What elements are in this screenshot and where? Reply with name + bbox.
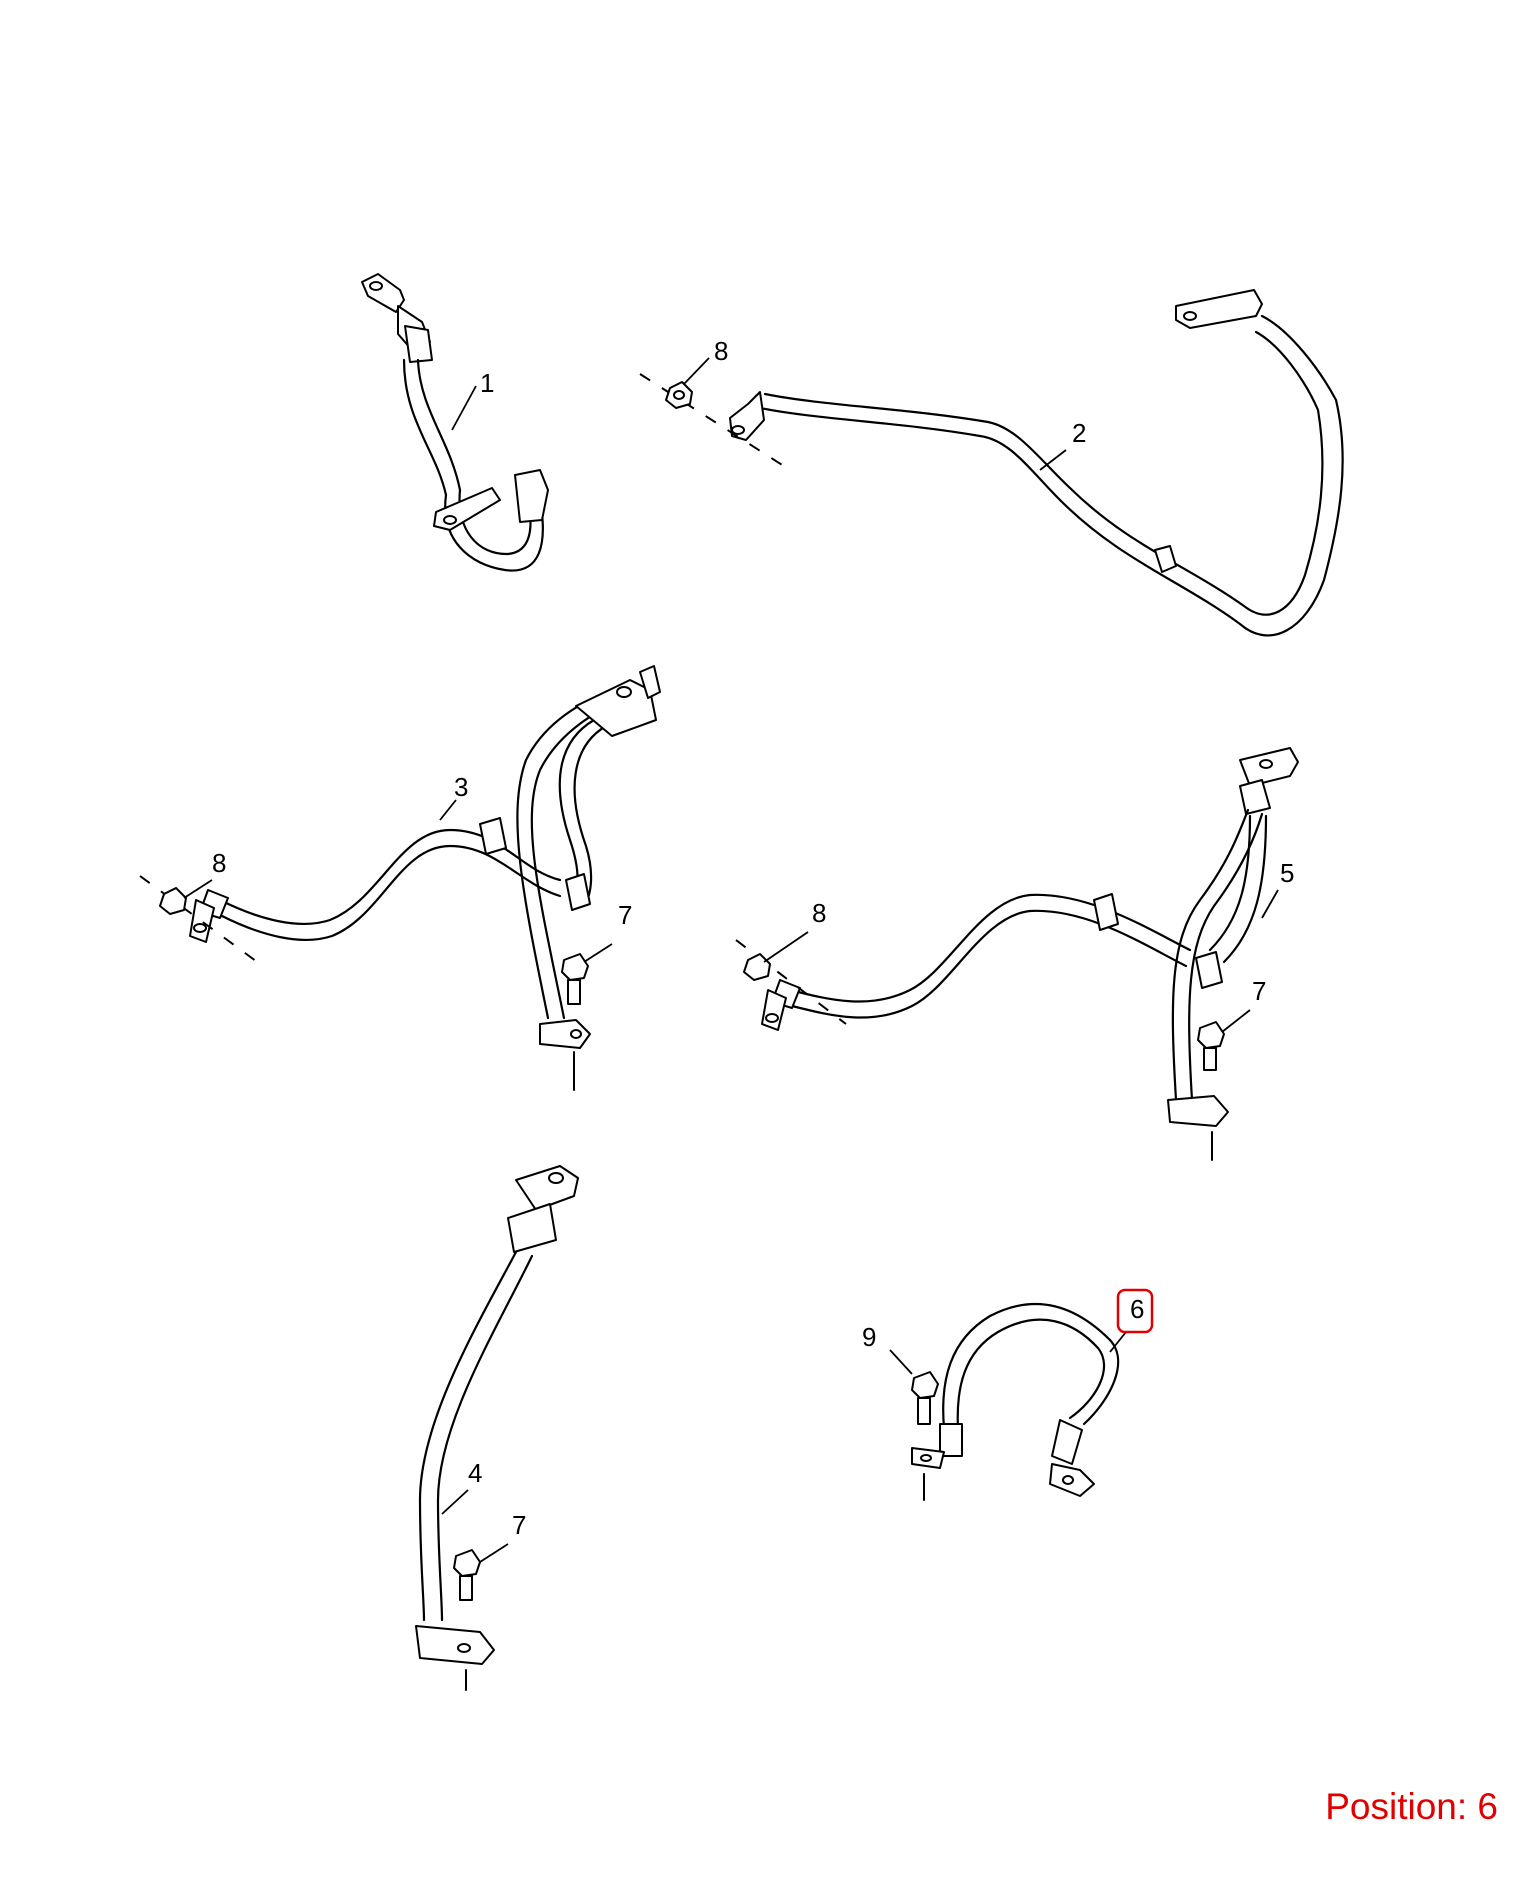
callout-3[interactable]: 3 — [454, 772, 468, 802]
bolt-7-part3[interactable] — [561, 953, 589, 1005]
bolt-9[interactable] — [911, 1371, 939, 1425]
nut-8-left[interactable] — [159, 887, 187, 915]
callout-4[interactable]: 4 — [468, 1458, 482, 1488]
callout-5[interactable]: 5 — [1280, 858, 1294, 888]
callout-2[interactable]: 2 — [1072, 418, 1086, 448]
callout-8-top[interactable]: 8 — [714, 336, 728, 366]
cable-part-6[interactable] — [911, 1302, 1120, 1501]
callout-6-highlight — [1116, 1288, 1154, 1334]
callout-7-part5[interactable]: 7 — [1252, 976, 1266, 1006]
cable-part-2[interactable] — [639, 289, 1344, 637]
nut-8-right[interactable] — [743, 953, 771, 981]
callout-8-left[interactable]: 8 — [212, 848, 226, 878]
cable-part-4[interactable] — [415, 1165, 579, 1691]
bolt-7-part5[interactable] — [1197, 1021, 1225, 1071]
callout-7-part4[interactable]: 7 — [512, 1510, 526, 1540]
callout-1[interactable]: 1 — [480, 368, 494, 398]
cable-part-3[interactable] — [139, 665, 661, 1091]
callout-7-part3[interactable]: 7 — [618, 900, 632, 930]
callout-9[interactable]: 9 — [862, 1322, 876, 1352]
callout-6[interactable]: 6 — [1130, 1294, 1144, 1324]
cable-part-1[interactable] — [361, 273, 549, 572]
nut-8-top[interactable] — [665, 381, 693, 409]
cable-part-5[interactable] — [735, 747, 1299, 1161]
position-label: Position: 6 — [1325, 1786, 1498, 1827]
callout-8-right[interactable]: 8 — [812, 898, 826, 928]
bolt-7-part4[interactable] — [453, 1549, 481, 1601]
